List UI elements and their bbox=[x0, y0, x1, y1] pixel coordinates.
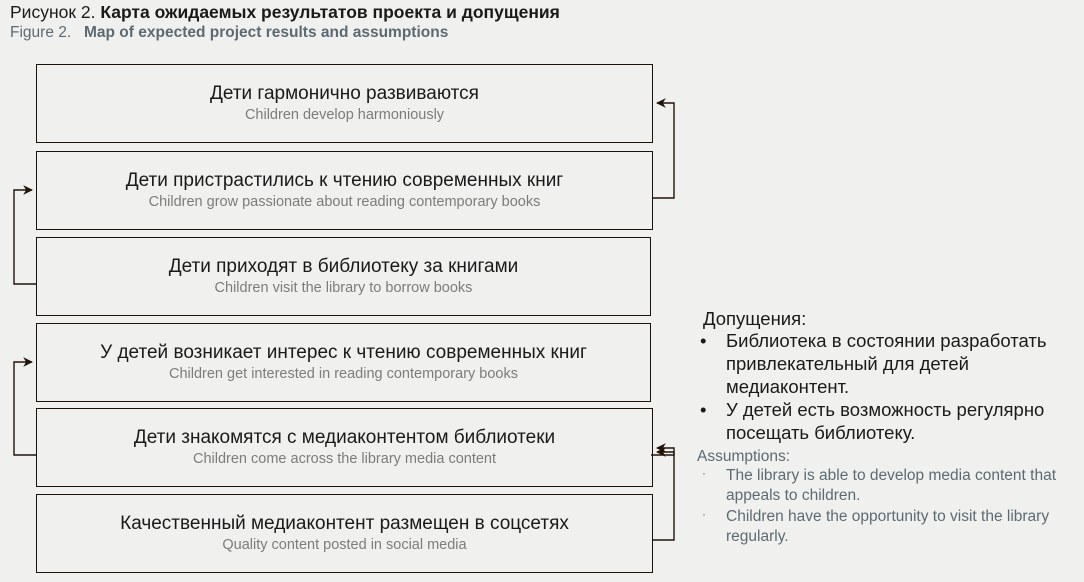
assumptions-list-en: · The library is able to develop media c… bbox=[697, 466, 1084, 547]
bullet-icon: · bbox=[702, 466, 706, 481]
flow-node-5-label-en: Children come across the library media c… bbox=[192, 450, 497, 467]
caption-english: Figure 2. Map of expected project results… bbox=[10, 24, 770, 42]
flow-node-3: Дети приходят в библиотеку за книгами Ch… bbox=[36, 237, 651, 316]
assumptions-title-ru: Допущения: bbox=[703, 308, 807, 329]
flow-node-4-label-ru: У детей возникает интерес к чтению совре… bbox=[100, 341, 587, 363]
flow-node-1-label-en: Children develop harmoniously bbox=[244, 106, 445, 123]
flow-diagram: Дети гармонично развиваются Children dev… bbox=[13, 64, 675, 573]
caption-en-title: Map of expected project results and assu… bbox=[84, 23, 449, 41]
flow-node-3-label-en: Children visit the library to borrow boo… bbox=[214, 279, 473, 296]
flow-node-2-label-ru: Дети пристрастились к чтению современных… bbox=[125, 169, 564, 191]
caption-russian: Рисунок 2. Карта ожидаемых результатов п… bbox=[10, 2, 770, 23]
connector-node5-to-node4-left bbox=[13, 357, 36, 456]
bullet-icon: · bbox=[702, 506, 706, 521]
assumptions-title-en: Assumptions: bbox=[697, 447, 791, 465]
connector-node6-to-node5 bbox=[653, 443, 675, 541]
caption-ru-prefix: Рисунок 2. bbox=[10, 2, 96, 22]
connector-node2-to-node1 bbox=[653, 98, 675, 199]
assumption-item-ru: • У детей есть возможность регулярно пос… bbox=[697, 399, 1084, 445]
flow-node-6-label-ru: Качественный медиаконтент размещен в соц… bbox=[120, 512, 569, 534]
flow-node-4-label-en: Children get interested in reading conte… bbox=[168, 365, 518, 382]
bullet-icon: • bbox=[700, 399, 707, 420]
flow-node-2-label-en: Children grow passionate about reading c… bbox=[148, 193, 541, 210]
caption-ru-title: Карта ожидаемых результатов проекта и до… bbox=[100, 2, 560, 22]
flow-node-1: Дети гармонично развиваются Children dev… bbox=[36, 64, 653, 143]
assumption-item-en: · Children have the opportunity to visit… bbox=[697, 507, 1084, 547]
assumptions-list-ru: • Библиотека в состоянии разработать при… bbox=[697, 330, 1084, 445]
assumption-text-ru: Библиотека в состоянии разработать привл… bbox=[726, 330, 1047, 398]
caption-en-prefix: Figure 2. bbox=[10, 23, 72, 41]
flow-node-4: У детей возникает интерес к чтению совре… bbox=[36, 323, 651, 402]
flow-node-6-label-en: Quality content posted in social media bbox=[222, 536, 467, 553]
assumption-item-en: · The library is able to develop media c… bbox=[697, 466, 1084, 506]
flow-node-1-label-ru: Дети гармонично развиваются bbox=[210, 82, 479, 104]
bullet-icon: • bbox=[700, 330, 707, 352]
flow-node-5: Дети знакомятся с медиаконтентом библиот… bbox=[36, 408, 653, 487]
assumption-text-en: Children have the opportunity to visit t… bbox=[726, 507, 1050, 545]
flow-node-2: Дети пристрастились к чтению современных… bbox=[36, 151, 653, 230]
assumptions-panel: Допущения: • Библиотека в состоянии разр… bbox=[697, 308, 1084, 547]
flow-node-6: Качественный медиаконтент размещен в соц… bbox=[36, 494, 653, 573]
flow-node-5-label-ru: Дети знакомятся с медиаконтентом библиот… bbox=[133, 426, 556, 448]
connector-node5-to-node4 bbox=[651, 447, 675, 457]
assumption-text-ru: У детей есть возможность регулярно посещ… bbox=[726, 399, 1045, 443]
connector-node3-to-node2 bbox=[13, 185, 36, 285]
assumption-text-en: The library is able to develop media con… bbox=[726, 467, 1056, 505]
assumption-item-ru: • Библиотека в состоянии разработать при… bbox=[697, 330, 1084, 399]
figure-caption: Рисунок 2. Карта ожидаемых результатов п… bbox=[10, 2, 770, 42]
flow-node-3-label-ru: Дети приходят в библиотеку за книгами bbox=[168, 255, 519, 277]
